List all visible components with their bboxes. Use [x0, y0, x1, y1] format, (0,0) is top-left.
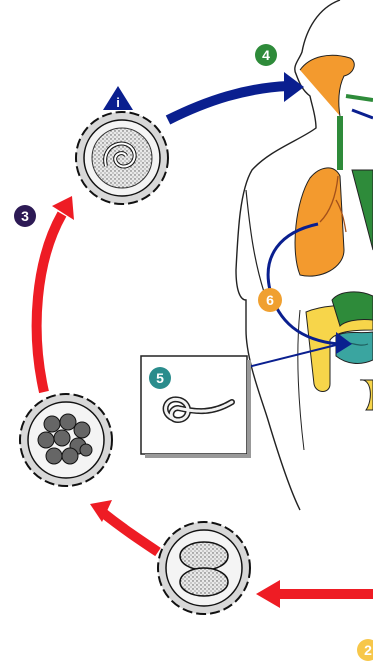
svg-text:2: 2: [364, 642, 372, 658]
embryonated-egg-icon: [20, 394, 112, 486]
svg-text:5: 5: [156, 370, 164, 386]
arrow-to-two-cell-egg: [256, 580, 373, 608]
arrow-to-infective-egg: [37, 196, 74, 392]
svg-text:3: 3: [21, 208, 29, 224]
stage-badge-6: 6: [258, 288, 282, 312]
svg-text:4: 4: [262, 47, 270, 63]
infective-stage-marker: i: [103, 86, 133, 110]
ingestion-arrow: [168, 72, 304, 120]
stage-badge-5: 5: [149, 367, 171, 389]
stage-badge-4: 4: [255, 44, 277, 66]
svg-text:i: i: [116, 95, 120, 110]
lungs-icon: [295, 168, 373, 276]
stage-badge-3: 3: [14, 205, 36, 227]
two-cell-egg-icon: [158, 522, 250, 614]
stage-badge-2: 2: [357, 639, 373, 661]
egg-with-larva-icon: [76, 112, 168, 204]
throat-trachea-icon: [300, 55, 373, 170]
svg-text:6: 6: [266, 292, 274, 308]
arrow-to-embryonated-egg: [90, 500, 158, 552]
